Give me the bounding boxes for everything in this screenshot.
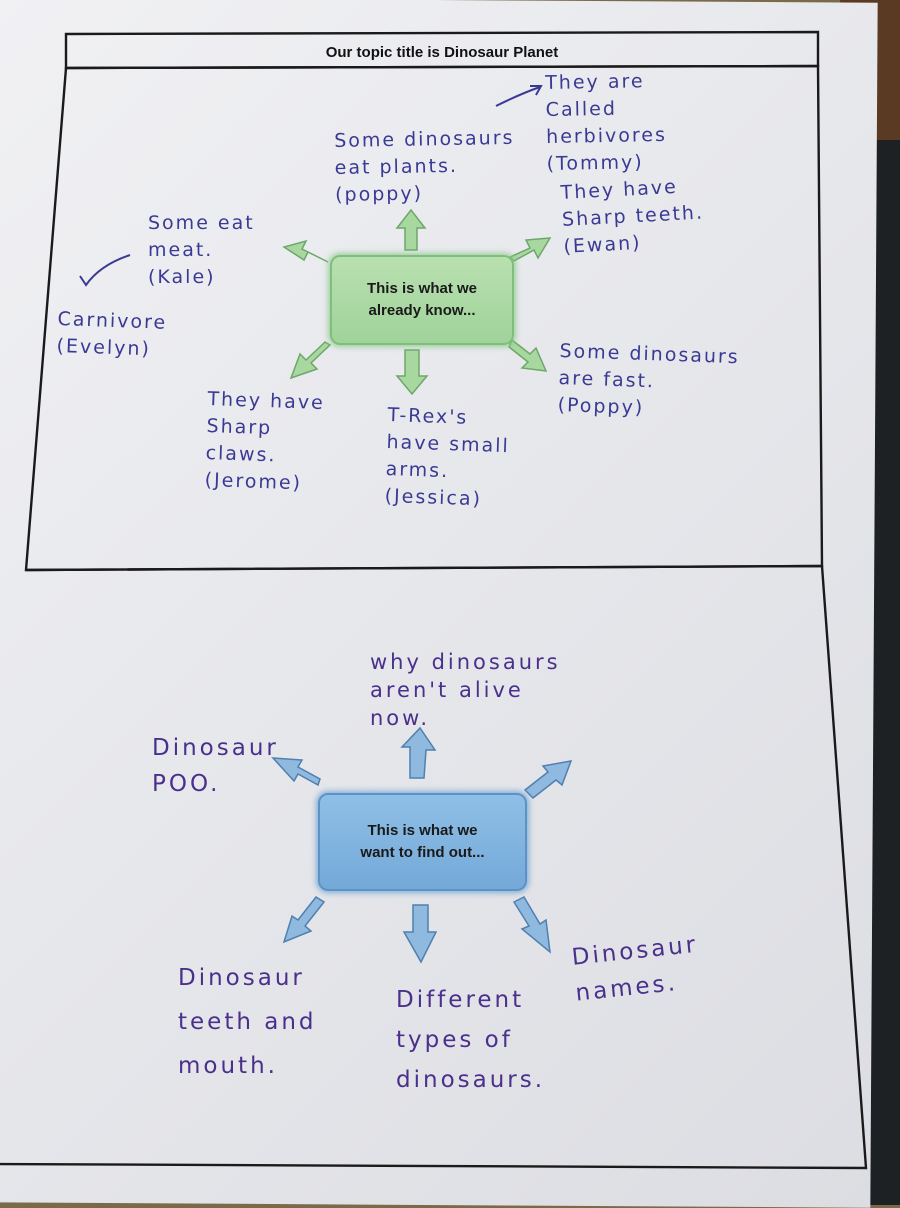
note-herbivores: They are Called herbivores (Tommy) <box>545 70 668 175</box>
note-sharp-teeth: They have Sharp teeth. (Ewan) <box>560 175 705 258</box>
find-out-box: This is what we want to find out... <box>318 793 527 891</box>
arrow-down-left <box>282 896 326 944</box>
arrow-up-right <box>523 760 573 799</box>
note-eat-plants: Some dinosaurs eat plants. (poppy) <box>334 126 515 206</box>
note-carnivore: Carnivore (Evelyn) <box>56 307 168 361</box>
page-title: Our topic title is Dinosaur Planet <box>325 44 559 61</box>
note-types: Different types of dinosaurs. <box>396 987 546 1093</box>
arrow-up-right <box>508 237 552 262</box>
pen-marks <box>79 85 543 287</box>
bottom-section-border <box>0 564 868 1170</box>
note-sharp-claws: They have Sharp claws. (Jerome) <box>204 387 326 495</box>
arrow-down-left <box>289 341 332 380</box>
arrow-down-right <box>508 338 548 372</box>
already-know-box: This is what we already know... <box>330 255 514 345</box>
arrow-up-left <box>271 757 321 787</box>
note-poo: Dinosaur POO. <box>152 735 279 797</box>
pen-arrow-mark <box>495 85 543 107</box>
find-out-line2: want to find out... <box>360 844 485 861</box>
note-names: Dinosaur names. <box>570 931 700 1007</box>
arrow-down <box>402 904 438 964</box>
note-teeth-mouth: Dinosaur teeth and mouth. <box>178 965 317 1079</box>
arrow-up-left <box>282 239 329 263</box>
pen-tick-mark <box>79 254 131 287</box>
already-know-line2: already know... <box>368 302 476 319</box>
already-know-line1: This is what we <box>366 280 478 298</box>
note-eat-meat: Some eat meat. (Kale) <box>148 212 255 288</box>
blue-arrows <box>271 726 573 964</box>
arrow-down <box>395 349 429 396</box>
note-not-alive: why dinosaurs aren't alive now. <box>370 650 561 730</box>
note-fast: Some dinosaurs are fast. (Poppy) <box>557 339 741 419</box>
arrow-down-right <box>512 896 551 954</box>
note-small-arms: T-Rex's have small arms. (Jessica) <box>384 403 511 511</box>
arrow-up <box>400 726 437 779</box>
find-out-line1: This is what we <box>367 822 478 840</box>
arrow-up <box>395 208 427 251</box>
green-arrows <box>282 208 552 396</box>
